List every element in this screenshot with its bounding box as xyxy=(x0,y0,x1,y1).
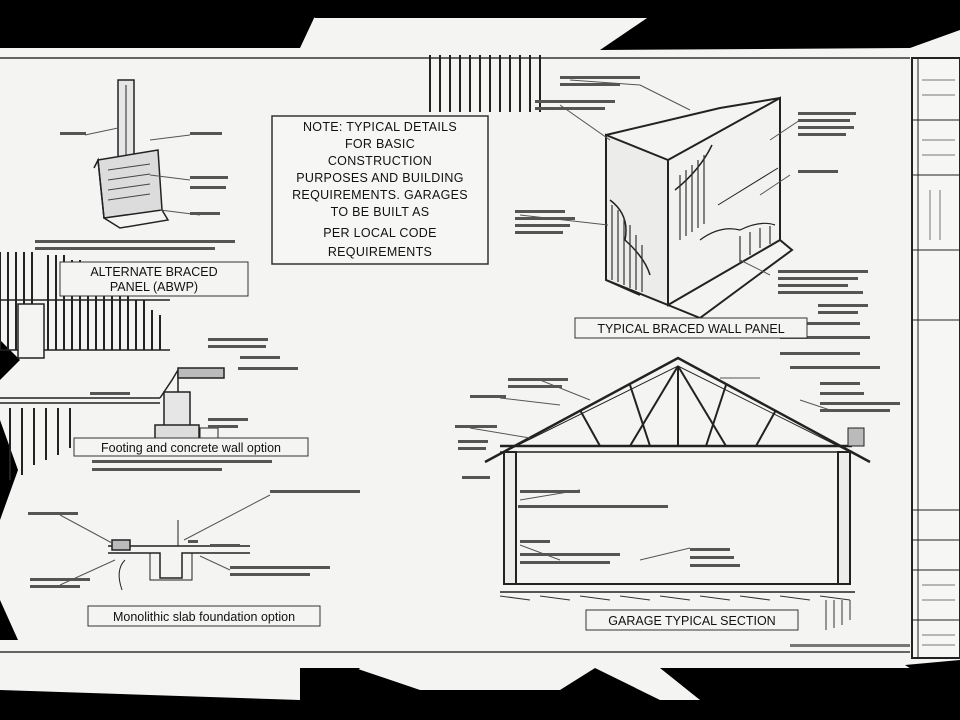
title-block xyxy=(911,57,960,659)
note-line-3: CONSTRUCTION xyxy=(328,154,432,168)
drawing-stamp-line xyxy=(790,644,910,647)
note-line-8: REQUIREMENTS xyxy=(328,245,432,259)
garage-section-label: GARAGE TYPICAL SECTION xyxy=(608,614,775,628)
note-line-1: NOTE: TYPICAL DETAILS xyxy=(303,120,457,134)
slab-callouts xyxy=(28,490,360,588)
alternate-braced-label: ALTERNATE BRACED xyxy=(90,265,217,279)
braced-wall-title: TYPICAL BRACED WALL PANEL xyxy=(574,317,808,339)
footing-wall-hatch xyxy=(9,408,71,480)
braced-wall-note-marks xyxy=(515,76,880,369)
bottom-wedge xyxy=(300,668,360,700)
post-base-detail xyxy=(84,79,201,229)
braced-wall-label: TYPICAL BRACED WALL PANEL xyxy=(597,322,784,336)
post-base-callouts xyxy=(35,132,235,250)
slab-option-label: Monolithic slab foundation option xyxy=(113,610,295,624)
alternate-braced-label-2: PANEL (ABWP) xyxy=(110,280,198,294)
note-line-6: TO BE BUILT AS xyxy=(331,205,430,219)
note-line-5: REQUIREMENTS. GARAGES xyxy=(292,188,468,202)
garage-ground-hatch xyxy=(499,595,851,630)
note-line-7: PER LOCAL CODE xyxy=(323,226,437,240)
garage-section-drawing xyxy=(484,356,871,593)
footing-callouts xyxy=(90,338,298,471)
siding-hatch-top xyxy=(429,55,541,112)
top-wedge xyxy=(300,0,960,48)
abwp-panel-post xyxy=(17,303,45,359)
garage-note-marks xyxy=(455,378,900,567)
note-line-4: PURPOSES AND BUILDING xyxy=(296,171,463,185)
garage-callouts xyxy=(469,377,831,561)
slab-detail xyxy=(59,494,271,591)
braced-wall-stud-hatch xyxy=(611,155,771,292)
slab-title: Monolithic slab foundation option xyxy=(87,605,321,627)
braced-wall-panel-drawing xyxy=(605,96,794,320)
general-note-box: NOTE: TYPICAL DETAILS FOR BASIC CONSTRUC… xyxy=(271,115,489,265)
alternate-braced-title: ALTERNATE BRACED PANEL (ABWP) xyxy=(59,261,249,297)
footing-detail xyxy=(0,367,225,440)
garage-section-title: GARAGE TYPICAL SECTION xyxy=(585,609,799,631)
footing-option-label: Footing and concrete wall option xyxy=(101,441,281,455)
bottom-right-wedge xyxy=(660,668,960,700)
note-line-2: FOR BASIC xyxy=(345,137,415,151)
footing-title: Footing and concrete wall option xyxy=(73,437,309,457)
fascia-detail xyxy=(847,427,865,447)
